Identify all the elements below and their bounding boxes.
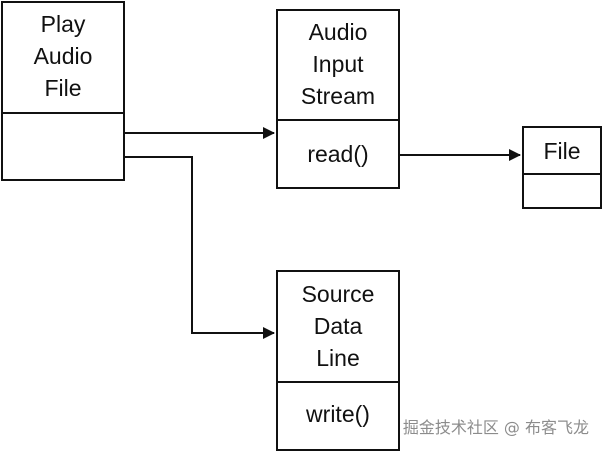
audio-input-stream-title-line-2: Input: [312, 51, 364, 77]
play-audio-file-title-line-3: File: [44, 75, 81, 101]
source-data-line-title-line-3: Line: [316, 345, 359, 371]
file-box: File: [522, 126, 602, 209]
source-data-line-title-line-2: Data: [314, 313, 363, 339]
source-data-line-title-line-1: Source: [302, 281, 375, 307]
audio-input-stream-title-line-1: Audio: [309, 19, 368, 45]
arrow-play-to-source-data-line: [124, 156, 275, 339]
write-method-label: write(): [305, 401, 370, 427]
play-audio-file-title-line-2: Audio: [34, 43, 93, 69]
read-method-label: read(): [307, 141, 368, 167]
play-audio-file-title-line-1: Play: [41, 11, 86, 37]
audio-input-stream-box: Audio Input Stream read(): [276, 9, 400, 189]
play-audio-file-box: Play Audio File: [1, 1, 125, 181]
file-title: File: [543, 138, 580, 164]
source-data-line-box: Source Data Line write(): [276, 270, 400, 451]
watermark-text: 掘金技术社区 @ 布客飞龙: [402, 418, 589, 437]
audio-input-stream-title-line-3: Stream: [301, 83, 375, 109]
